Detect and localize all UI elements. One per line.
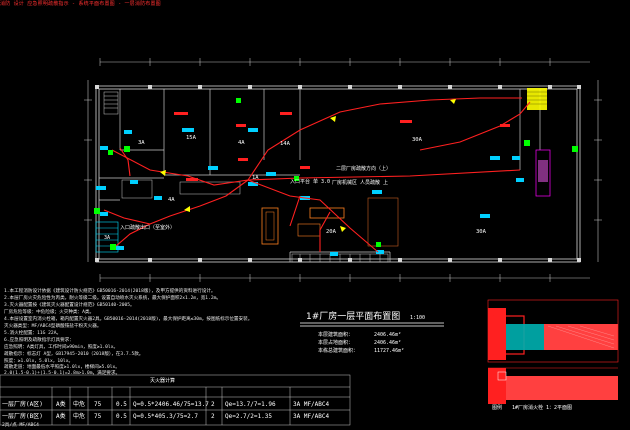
stair-bottom-center (291, 253, 389, 263)
alarm-symbols (174, 112, 510, 181)
area-value-1: 2406.46m² (374, 332, 402, 338)
plan-scale: 1:100 (410, 315, 426, 321)
hydrant-symbols (96, 128, 524, 256)
table-cell: 75 (94, 401, 102, 408)
table-cell: Q=0.5*405.3/75=2.7 (133, 413, 199, 420)
extinguisher-table-grid (0, 374, 351, 426)
annotation-2: 入口平台 单 3.0 (290, 179, 331, 185)
annotation-5: 3A (104, 235, 111, 241)
design-note-4: 厂房危险等级：中危险级；火灾种类：A类。 (4, 310, 95, 315)
table-cell: 2 (211, 413, 215, 420)
table-footer: 2具/点 MF/ABC4 (2, 423, 39, 428)
area-label-1: 本层建筑面积： (318, 332, 354, 338)
area-label-3: 本栋总建筑面积： (318, 348, 359, 354)
stair-top-right (527, 88, 547, 110)
drawing-header: 消防 设计 应急照明疏散指示 - 系统平面布置图 - 一层消防布置图 (0, 1, 161, 7)
design-note-5: 4.本层设置室内消火栓箱，箱内配置灭火器2具。GB50016-2014(2018… (4, 317, 253, 322)
interior-walls (99, 89, 541, 262)
design-note-12: 疏散走道：地面最低水平照度≥1.0lx，楼梯间≥5.0lx。 (4, 365, 120, 370)
plan-title-underline (300, 322, 444, 327)
detail-panel-upper (487, 299, 619, 363)
table-cell: 75 (94, 413, 102, 420)
table-cell: Qe=13.7/7=1.96 (225, 401, 276, 408)
equipment-blocks (121, 149, 551, 247)
table-cell: 3A MF/ABC4 (293, 413, 330, 420)
plan-title: 1#厂房一层平面布置图 (306, 312, 401, 322)
exit-signs (94, 98, 578, 250)
area-label-2: 本层占地面积： (318, 340, 354, 346)
table-caption: 灭火器计算 (150, 378, 176, 384)
design-note-1: 1.本工程消防设计依据《建筑设计防火规范》GB50016-2014(2018版)… (4, 289, 216, 294)
room-label-6: 30A (412, 137, 422, 143)
table-cell: 一层厂房(B区) (2, 413, 43, 420)
room-label-4: 14A (280, 141, 290, 147)
room-label-8: 30A (476, 229, 486, 235)
route-arrows (160, 99, 456, 232)
axis-ticks (84, 58, 602, 282)
table-cell: A类 (56, 401, 66, 408)
annotation-3: 厂房机械区 人员疏散 上 (332, 180, 389, 186)
area-value-2: 2406.46m² (374, 340, 402, 346)
table-cell: 0.5 (116, 401, 127, 408)
room-label-5: 1A (252, 175, 259, 181)
table-cell: Q=0.5*2406.46/75=13.7 (133, 401, 209, 408)
column-marks (95, 85, 581, 262)
table-cell: 2 (211, 401, 215, 408)
design-note-3: 3.灭火器配置按《建筑灭火器配置设计规范》GB50140-2005。 (4, 303, 135, 308)
room-label-3: 4A (238, 140, 245, 146)
design-note-8: 6.应急照明及疏散指示灯具要求： (4, 338, 74, 343)
area-value-3: 11727.46m² (374, 348, 405, 354)
legend-label: 图例 (492, 405, 503, 411)
design-note-9: 应急照明：A类灯具，工作时间≥90min，照度≥1.0lx。 (4, 345, 119, 350)
table-cell: 中危 (73, 401, 86, 408)
table-cell: 3A MF/ABC4 (293, 401, 330, 408)
escape-routes (103, 97, 531, 253)
annotation-4: 入口疏散出口（至室外） (120, 225, 176, 231)
table-cell: 一层厂房(A区) (2, 401, 43, 408)
design-note-7: 5.消火栓配置：11G 22A。 (4, 331, 62, 336)
annotation-1: 二层厂房疏散方向（上） (336, 166, 392, 172)
table-cell: 中危 (73, 413, 86, 420)
table-cell: Qe=2.7/2=1.35 (225, 413, 272, 420)
table-cell: 0.5 (116, 413, 127, 420)
table-cell: A类 (56, 413, 66, 420)
stair-top-left (103, 91, 119, 115)
room-label-9: 4A (168, 197, 175, 203)
design-note-6: 灭火器类型：MF/ABC4型磷酸铵盐干粉灭火器。 (4, 324, 102, 329)
design-note-10: 疏散指示：标志灯 A型，GB17945-2010（2018版），在3.7.5款。 (4, 352, 144, 357)
legend-text: 1#厂房消火栓 1：2平面图 (512, 405, 573, 411)
design-note-2: 2.本层厂房火灾危险性为丙类，耐火等级二级。设置自动喷水灭火系统，最大保护面积2… (4, 296, 221, 301)
design-note-11: 照度：≥1.0lx，5.0lx，10lx。 (4, 359, 74, 364)
design-note-13: 2.0(1.5-0.1)+(1.5-0.1)=2.8m>1.0m，满足要求。 (4, 371, 121, 376)
room-label-7: 20A (326, 229, 336, 235)
dimension-lines (87, 61, 599, 279)
room-label-1: 3A (138, 140, 145, 146)
room-label-2: 15A (186, 135, 196, 141)
detail-panel-lower (488, 367, 618, 404)
